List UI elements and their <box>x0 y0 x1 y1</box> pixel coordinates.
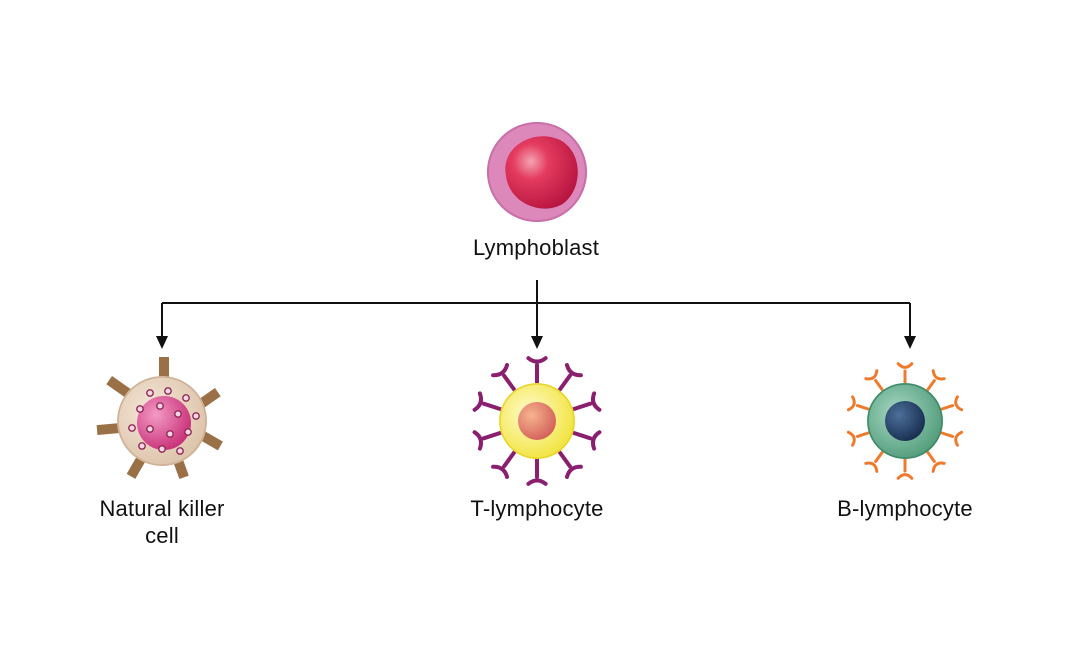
b-cell-receptor-icon <box>846 395 873 412</box>
b-cell-receptor-icon <box>896 455 914 480</box>
arrow-down-icon <box>904 336 916 349</box>
arrow-down-icon <box>531 336 543 349</box>
connector-lines <box>161 280 911 340</box>
lymphoblast-label: Lymphoblast <box>472 235 600 260</box>
t-cell-receptor-icon <box>472 430 505 451</box>
arrowheads <box>156 336 916 349</box>
t-cell-receptor-icon <box>491 363 518 394</box>
t-cell-receptor-icon <box>491 448 518 479</box>
b-lymphocyte-label: B-lymphocyte <box>837 496 973 521</box>
t-cell-receptor-icon <box>569 430 602 451</box>
t-lymphocyte-label: T-lymphocyte <box>470 496 604 521</box>
b-lymphocyte-cell-icon <box>846 362 964 480</box>
lymphoblast-cell-icon <box>487 122 587 222</box>
b-cell-receptor-icon <box>896 362 914 387</box>
b-cell-receptor-icon <box>864 369 886 394</box>
t-cell-receptor-icon <box>556 363 583 394</box>
t-cell-receptor-icon <box>569 391 602 412</box>
t-lymphocyte-cell-icon <box>472 356 602 486</box>
t-cell-receptor-icon <box>472 391 505 412</box>
t-cell-receptor-icon <box>526 455 548 486</box>
b-cell-receptor-icon <box>846 430 873 447</box>
t-cell-receptor-icon <box>556 448 583 479</box>
b-cell-receptor-icon <box>937 395 964 412</box>
natural-killer-cell-label: Natural killer cell <box>99 496 225 548</box>
b-cell-receptor-icon <box>864 448 886 473</box>
natural-killer-cell-icon <box>96 357 223 479</box>
b-cell-receptor-icon <box>924 448 946 473</box>
arrow-down-icon <box>156 336 168 349</box>
t-cell-receptor-icon <box>526 356 548 387</box>
b-cell-receptor-icon <box>924 369 946 394</box>
b-cell-receptor-icon <box>937 430 964 447</box>
